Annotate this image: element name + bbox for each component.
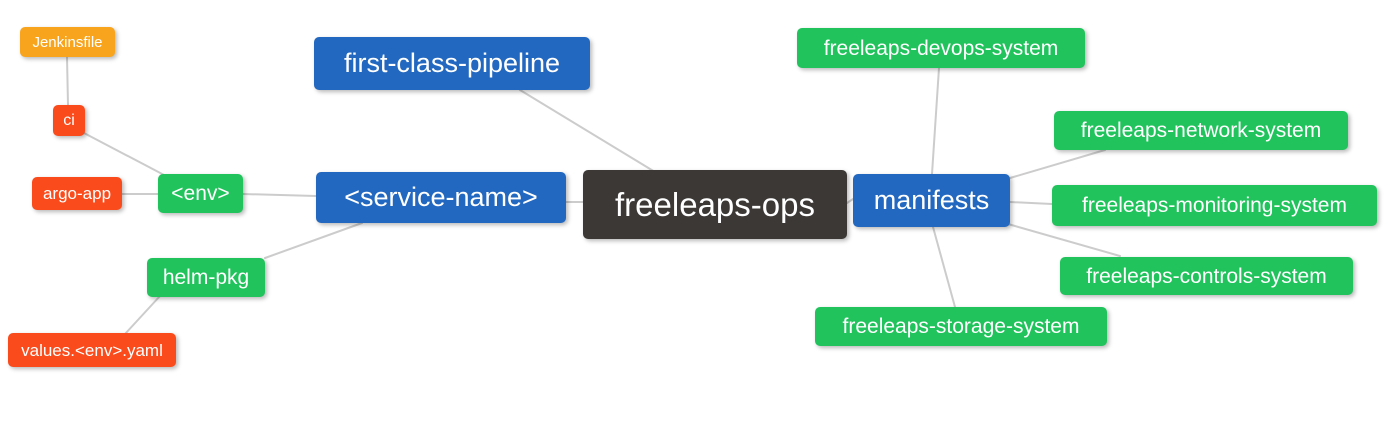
edge-env-service-name [242, 193, 317, 197]
edge-manifests-freeleaps-monitoring-system [1009, 201, 1053, 205]
node-values-env-yaml[interactable]: values.<env>.yaml [8, 333, 176, 367]
node-manifests[interactable]: manifests [853, 174, 1010, 227]
edge-manifests-freeleaps-storage-system [932, 226, 956, 308]
node-freeleaps-monitoring-system[interactable]: freeleaps-monitoring-system [1052, 185, 1377, 226]
edge-freeleaps-ops-manifests [846, 198, 854, 204]
node-freeleaps-devops-system[interactable]: freeleaps-devops-system [797, 28, 1085, 68]
edge-manifests-freeleaps-devops-system [931, 67, 940, 175]
edge-first-class-pipeline-freeleaps-ops [519, 89, 656, 173]
edge-jenkinsfile-ci [66, 56, 69, 106]
edge-ci-env [83, 132, 167, 177]
node-helm-pkg[interactable]: helm-pkg [147, 258, 265, 297]
node-ci[interactable]: ci [53, 105, 85, 136]
node-service-name[interactable]: <service-name> [316, 172, 566, 223]
node-jenkinsfile[interactable]: Jenkinsfile [20, 27, 115, 57]
edge-manifests-freeleaps-controls-system [1007, 223, 1121, 257]
edge-helm-pkg-service-name [264, 222, 363, 259]
node-freeleaps-ops[interactable]: freeleaps-ops [583, 170, 847, 239]
node-freeleaps-network-system[interactable]: freeleaps-network-system [1054, 111, 1348, 150]
node-freeleaps-storage-system[interactable]: freeleaps-storage-system [815, 307, 1107, 346]
node-freeleaps-controls-system[interactable]: freeleaps-controls-system [1060, 257, 1353, 295]
node-first-class-pipeline[interactable]: first-class-pipeline [314, 37, 590, 90]
node-argo-app[interactable]: argo-app [32, 177, 122, 210]
edge-manifests-freeleaps-network-system [1009, 149, 1106, 179]
edge-values-env-yaml-helm-pkg [124, 295, 161, 335]
node-env[interactable]: <env> [158, 174, 243, 213]
